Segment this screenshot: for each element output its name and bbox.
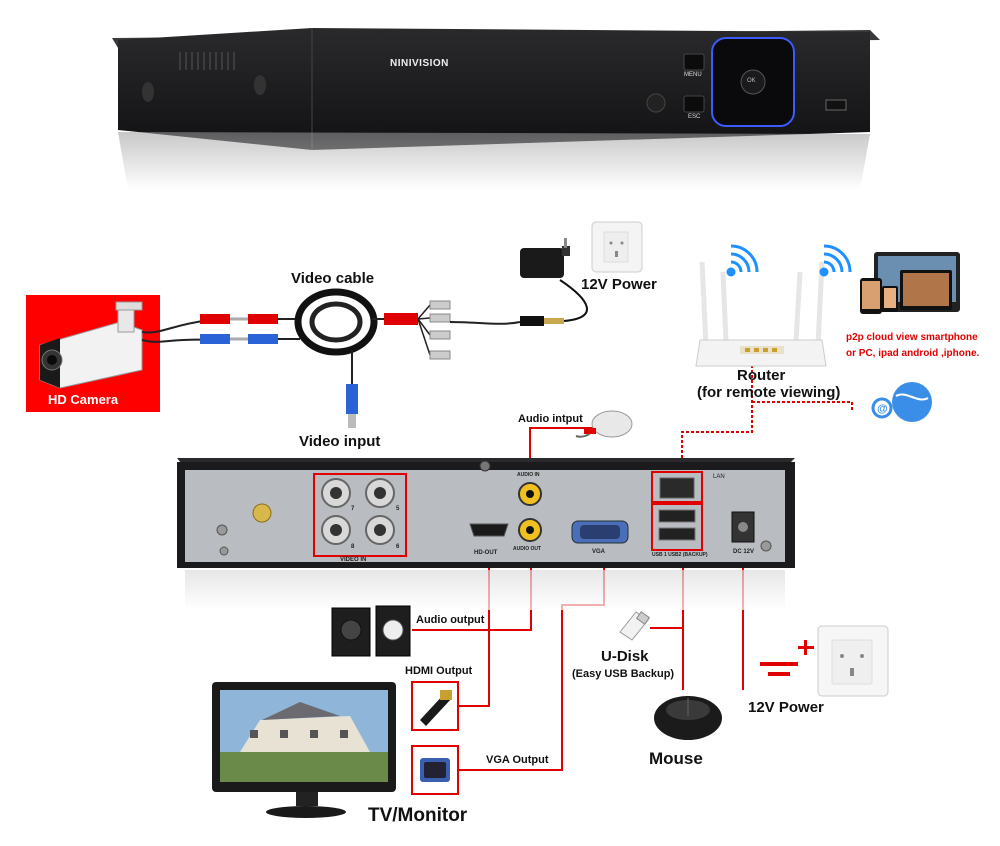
lan-cable-line bbox=[681, 350, 753, 472]
video-in-label: VIDEO IN bbox=[340, 557, 367, 563]
p2p-line-1: p2p cloud view smartphone bbox=[846, 332, 978, 343]
power-top-label: 12V Power bbox=[581, 276, 657, 293]
udisk-label: U-Disk bbox=[601, 648, 649, 665]
router-sub-label: (for remote viewing) bbox=[697, 384, 841, 401]
bnc-port-label-7: 7 bbox=[351, 506, 355, 512]
p2p-line-2: or PC, ipad android ,iphone. bbox=[846, 348, 980, 359]
dvr-front: NINIVISION MENU ESC OK bbox=[0, 0, 1000, 200]
bnc-port-label-8: 8 bbox=[351, 544, 355, 550]
bnc-port-label-5: 5 bbox=[396, 506, 400, 512]
usb-port-label: USB 1 USB2 (BACKUP) bbox=[652, 552, 708, 558]
hdmi-output-label: HDMI Output bbox=[405, 665, 473, 677]
hd-camera-label: HD Camera bbox=[48, 392, 119, 407]
ok-button-label: OK bbox=[747, 78, 756, 84]
mouse-label: Mouse bbox=[649, 749, 703, 768]
audio-in-port-label: AUDIO IN bbox=[517, 472, 540, 478]
udisk-sub-label: (Easy USB Backup) bbox=[572, 668, 675, 680]
router-label: Router bbox=[737, 367, 786, 384]
audio-input-label: Audio intput bbox=[518, 413, 583, 425]
menu-button-label: MENU bbox=[684, 72, 702, 78]
vga-port-label: VGA bbox=[592, 549, 606, 555]
dvr-front-graphic bbox=[112, 28, 880, 190]
video-input-label: Video input bbox=[299, 433, 381, 450]
video-cable-label: Video cable bbox=[291, 270, 375, 287]
audio-out-port-label: AUDIO OUT bbox=[513, 546, 542, 552]
tv-monitor-label: TV/Monitor bbox=[368, 805, 468, 826]
hd-out-port-label: HD-OUT bbox=[474, 550, 498, 556]
vga-output-label: VGA Output bbox=[486, 754, 549, 766]
audio-output-label: Audio output bbox=[416, 614, 485, 626]
wifi-icon bbox=[726, 244, 759, 277]
router-internet-line bbox=[752, 401, 853, 410]
esc-button-label: ESC bbox=[688, 114, 701, 120]
bnc-ports bbox=[321, 478, 395, 545]
brand-logo: NINIVISION bbox=[390, 58, 449, 69]
svg-text:@: @ bbox=[877, 403, 888, 415]
lan-port-label: LAN bbox=[713, 474, 725, 480]
dc-port-label: DC 12V bbox=[733, 549, 755, 555]
power-bottom-label: 12V Power bbox=[748, 699, 824, 716]
bnc-port-label-6: 6 bbox=[396, 544, 400, 550]
